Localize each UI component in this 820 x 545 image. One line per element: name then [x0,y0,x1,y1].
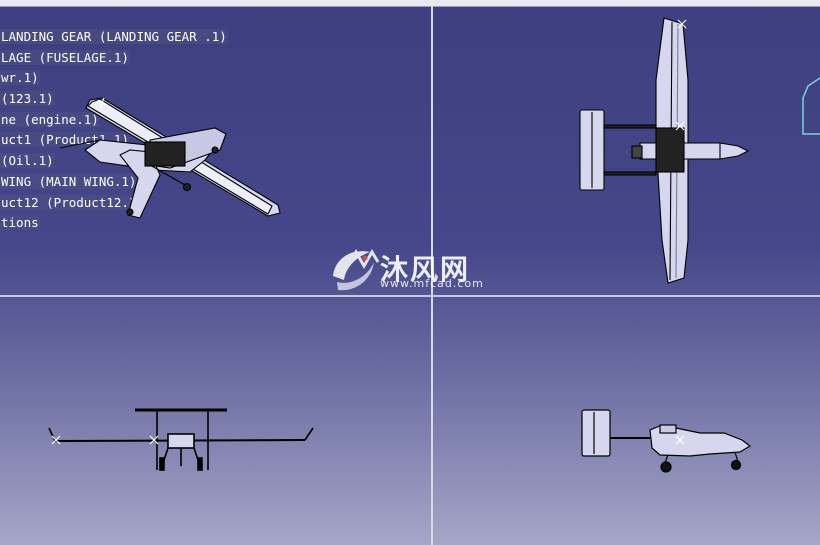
window-top-border [0,0,820,7]
tree-item-123[interactable]: (123.1) [0,91,55,107]
viewport-divider-horizontal [0,295,820,297]
tree-item-fuselage[interactable]: LAGE (FUSELAGE.1) [0,49,130,65]
top-view-aircraft-model[interactable] [579,17,750,284]
tree-item-product12[interactable]: uct12 (Product12.1) [0,194,145,210]
tree-item-applications[interactable]: tions [0,215,40,231]
watermark-brand: 沐风网 [380,253,471,286]
side-view-aircraft-model[interactable] [581,409,752,473]
tree-item-main-wing[interactable]: WING (MAIN WING.1) [0,173,138,189]
specification-tree[interactable]: LANDING GEAR (LANDING GEAR .1) LAGE (FUS… [0,27,228,234]
tree-item-landing-gear[interactable]: LANDING GEAR (LANDING GEAR .1) [0,29,228,44]
tree-item-oil[interactable]: (Oil.1) [0,153,55,169]
isometric-aircraft-model[interactable] [59,97,281,219]
tree-item-engine[interactable]: ne (engine.1) [0,111,100,127]
front-view-aircraft-model[interactable] [48,408,314,471]
tree-item-wr[interactable]: wr.1) [0,70,40,86]
compass-widget[interactable] [802,77,820,135]
watermark-url: www.mfcad.com [380,277,484,290]
watermark-logo-icon [333,249,380,291]
viewport-divider-vertical [431,6,433,545]
